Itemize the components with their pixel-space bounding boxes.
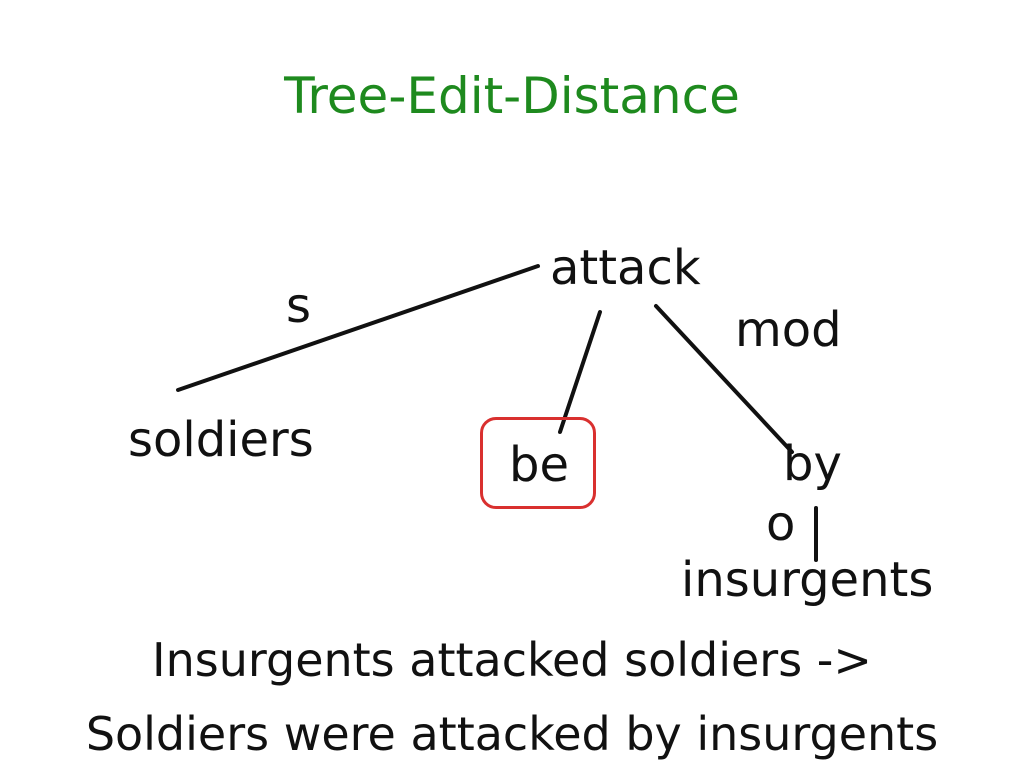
edge-label-subject: s [286,278,312,334]
slide-title: Tree-Edit-Distance [284,67,740,125]
node-soldiers: soldiers [128,412,314,468]
node-by: by [783,436,842,492]
node-be: be [509,437,569,493]
edge-attack-soldiers [176,264,540,392]
edge-attack-be [558,310,602,434]
node-insurgents: insurgents [681,552,934,608]
sentence-line-1: Insurgents attacked soldiers -> [152,633,872,687]
edge-attack-by [654,304,794,454]
sentence-line-2: Soldiers were attacked by insurgents [85,707,939,761]
edge-label-object: o [766,496,796,552]
edge-label-modifier: mod [735,302,842,358]
node-attack: attack [550,240,701,296]
highlight-box [480,417,596,509]
